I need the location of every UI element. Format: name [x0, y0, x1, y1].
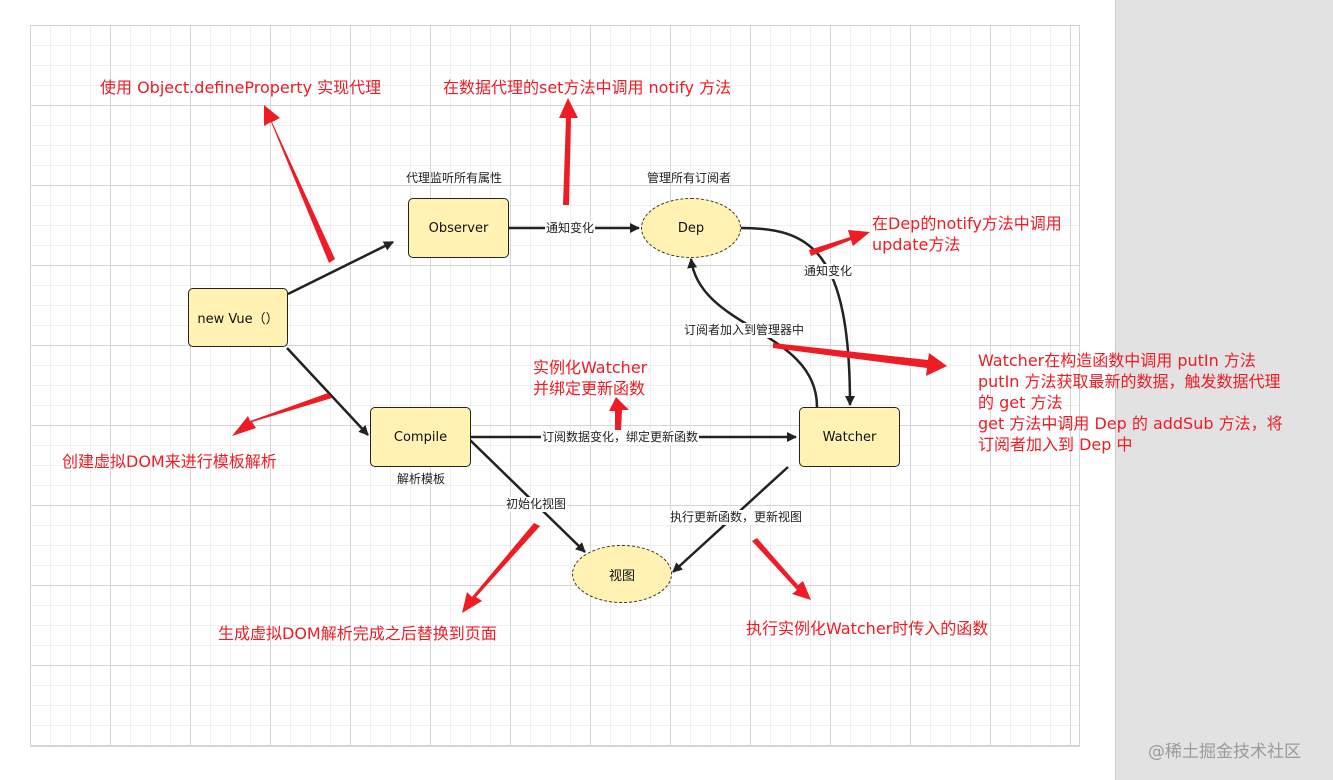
edge-label-watcher-view: 执行更新函数，更新视图	[669, 510, 804, 525]
annotation-dep-notify-line2: update方法	[872, 235, 961, 254]
annotation-set-notify: 在数据代理的set方法中调用 notify 方法	[443, 78, 732, 97]
annotation-create-vdom: 创建虚拟DOM来进行模板解析	[62, 452, 277, 471]
diagram-canvas	[30, 25, 1080, 747]
edge-label-compile-view: 初始化视图	[505, 497, 568, 512]
red-arrow-exec-function	[752, 538, 811, 600]
annotation-instantiate-watcher: 实例化Watcher 并绑定更新函数	[533, 357, 647, 399]
annotation-watcher-putin-line5: 订阅者加入到 Dep 中	[978, 435, 1133, 454]
annotation-replace-page: 生成虚拟DOM解析完成之后替换到页面	[218, 624, 497, 643]
annotation-dep-notify-line1: 在Dep的notify方法中调用	[872, 214, 1062, 233]
annotation-instantiate-line1: 实例化Watcher	[533, 358, 648, 377]
watcher-node: Watcher	[799, 407, 900, 467]
annotation-dep-notify: 在Dep的notify方法中调用 update方法	[872, 213, 1062, 255]
annotation-define-property: 使用 Object.defineProperty 实现代理	[100, 78, 382, 97]
observer-caption: 代理监听所有属性	[406, 171, 503, 185]
annotation-watcher-putin-line1: Watcher在构造函数中调用 putIn 方法	[978, 351, 1256, 370]
annotation-watcher-putin-line3: 的 get 方法	[978, 393, 1063, 412]
edge-compile-view	[469, 439, 586, 553]
compile-node: Compile	[370, 407, 471, 467]
edge-label-dep-watcher: 通知变化	[803, 264, 854, 279]
dep-caption: 管理所有订阅者	[647, 171, 732, 185]
annotation-watcher-putin: Watcher在构造函数中调用 putIn 方法 putIn 方法获取最新的数据…	[978, 350, 1283, 455]
edge-label-observer-dep: 通知变化	[545, 221, 596, 236]
view-node: 视图	[572, 545, 672, 603]
watermark: @稀土掘金技术社区	[1148, 742, 1301, 762]
annotation-exec-function: 执行实例化Watcher时传入的函数	[746, 619, 989, 638]
annotation-watcher-putin-line4: get 方法中调用 Dep 的 addSub 方法，将	[978, 414, 1283, 433]
red-arrow-watcher-putin	[773, 343, 947, 376]
right-panel	[1115, 0, 1333, 780]
red-arrow-defineproperty	[264, 105, 335, 263]
compile-caption: 解析模板	[397, 472, 446, 486]
annotation-watcher-putin-line2: putIn 方法获取最新的数据，触发数据代理	[978, 372, 1281, 391]
edge-label-watcher-dep: 订阅者加入到管理器中	[683, 323, 806, 338]
dep-node: Dep	[641, 198, 741, 258]
edge-label-compile-watcher: 订阅数据变化，绑定更新函数	[541, 430, 700, 445]
edge-dep-watcher	[740, 226, 855, 406]
annotation-instantiate-line2: 并绑定更新函数	[533, 379, 646, 398]
observer-node: Observer	[408, 198, 509, 258]
edge-newvue-observer	[287, 240, 394, 296]
red-arrow-instantiate	[609, 397, 629, 432]
red-arrow-replace-page	[462, 523, 540, 613]
red-arrow-dep-notify	[809, 230, 870, 256]
new-vue-node: new Vue（）	[188, 288, 288, 347]
red-arrow-create-vdom	[232, 393, 332, 436]
red-arrow-set-notify	[559, 98, 578, 205]
edge-newvue-compile	[286, 347, 369, 436]
